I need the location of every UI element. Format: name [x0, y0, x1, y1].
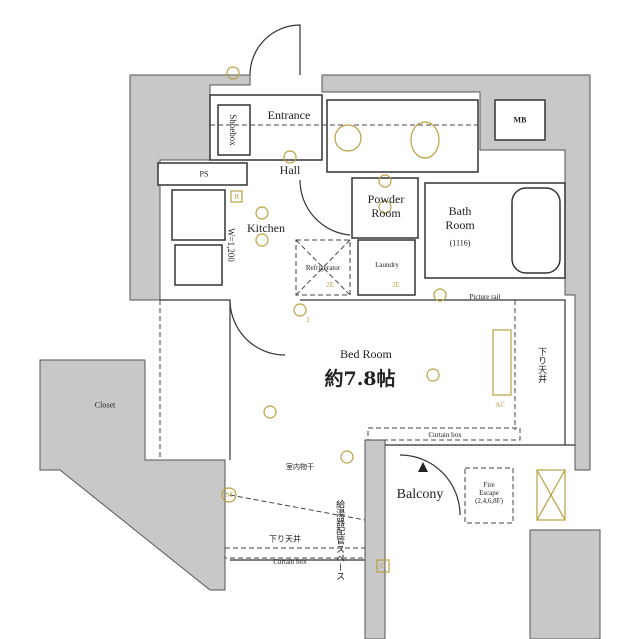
label-closet: Closet	[94, 400, 116, 410]
entrance-door	[249, 24, 301, 76]
label-refrigerator: Refrigerator	[305, 263, 341, 272]
sink-counter	[171, 189, 226, 241]
wall-bottom-right	[529, 529, 601, 639]
label-hall: Hall	[279, 163, 301, 178]
range-hood-icon	[230, 190, 243, 203]
label-ac: AC	[495, 400, 505, 409]
balcony-arrow-icon	[418, 462, 428, 472]
shoebox	[217, 104, 251, 156]
light-icon	[263, 405, 277, 419]
label-fire-escape: Fire Escape (2,4,6,8F)	[475, 480, 503, 506]
wash-basin-icon	[334, 124, 362, 152]
gas-label: G	[380, 561, 386, 570]
toilet-room	[326, 99, 479, 173]
toilet-icon	[410, 121, 440, 159]
label-entrance: Entrance	[267, 108, 311, 123]
laundry-room	[357, 239, 416, 296]
label-laundry: Laundry	[375, 260, 399, 269]
label-balcony: Balcony	[396, 486, 444, 502]
vent-box	[536, 469, 566, 521]
stove	[174, 244, 223, 286]
label-shoebox: Shoebox	[228, 114, 239, 146]
label-curtain-box-top: Curtain box	[428, 430, 462, 439]
ps-box	[157, 162, 248, 186]
fire-escape-hatch	[464, 467, 514, 524]
label-powder-room: Powder Room	[367, 192, 405, 220]
outlet-count: 2	[306, 315, 310, 324]
outlet-icon	[340, 450, 354, 464]
hall-door	[299, 179, 351, 236]
refrigerator-outlet: 2E	[326, 280, 334, 289]
outlet-icon	[433, 288, 447, 302]
label-bath-size: (1116)	[449, 238, 471, 248]
refrigerator-cross-line	[295, 239, 351, 296]
label-curtain-box-bottom: Curtain box	[273, 557, 307, 566]
label-picture-rail: Picture rail	[469, 292, 501, 301]
light-icon	[255, 233, 269, 247]
outlet-icon	[226, 66, 240, 80]
intercom-icon	[221, 487, 237, 503]
light-icon	[255, 206, 269, 220]
label-bed-room: Bed Room	[340, 347, 392, 362]
light-icon	[426, 368, 440, 382]
rooms	[157, 94, 566, 296]
curtain-box-bottom	[224, 547, 366, 559]
label-bed-room-size: 約7.8帖	[324, 368, 396, 391]
bathtub	[511, 187, 561, 274]
label-ps: PS	[199, 169, 209, 179]
bedroom-wall-top	[300, 299, 566, 445]
powder-room	[351, 177, 419, 239]
bedroom-wall-left	[160, 299, 231, 460]
walls-and-doors	[160, 24, 575, 561]
dashed-lines	[159, 124, 521, 559]
light-icon	[378, 200, 392, 214]
gas-icon	[376, 559, 390, 573]
outlet-icon	[293, 303, 307, 317]
mb-box	[494, 99, 546, 141]
laundry-outlet: 2E	[392, 280, 400, 289]
label-mb: MB	[513, 115, 527, 125]
vent-cross-line	[536, 469, 566, 521]
range-hood-label: R	[234, 192, 240, 201]
ac-unit	[492, 329, 512, 396]
light-icon	[378, 174, 392, 188]
wall-balcony-divider	[364, 439, 386, 639]
curtain-box-top	[367, 427, 521, 441]
kitchen-door	[229, 299, 286, 356]
fixtures	[221, 66, 566, 573]
label-piping-space: 給湯器配管スペース	[335, 499, 346, 581]
refrigerator-space	[295, 239, 351, 296]
lowered-ceiling-line	[229, 494, 366, 521]
wall-closet	[39, 359, 226, 591]
refrigerator-cross-line	[295, 239, 351, 296]
label-lowered-ceiling-right: 下り天井	[537, 347, 548, 383]
intercom-label: M	[225, 490, 233, 499]
label-kitchen-width: W=1,200	[226, 228, 237, 262]
label-indoor-drying: 室内物干	[286, 462, 314, 471]
light-icon	[283, 150, 297, 164]
label-kitchen: Kitchen	[247, 221, 285, 236]
label-bath-room: Bath Room	[445, 204, 475, 232]
balcony-door	[399, 454, 461, 516]
label-lowered-ceiling: 下り天井	[269, 534, 301, 544]
walls	[39, 74, 601, 639]
